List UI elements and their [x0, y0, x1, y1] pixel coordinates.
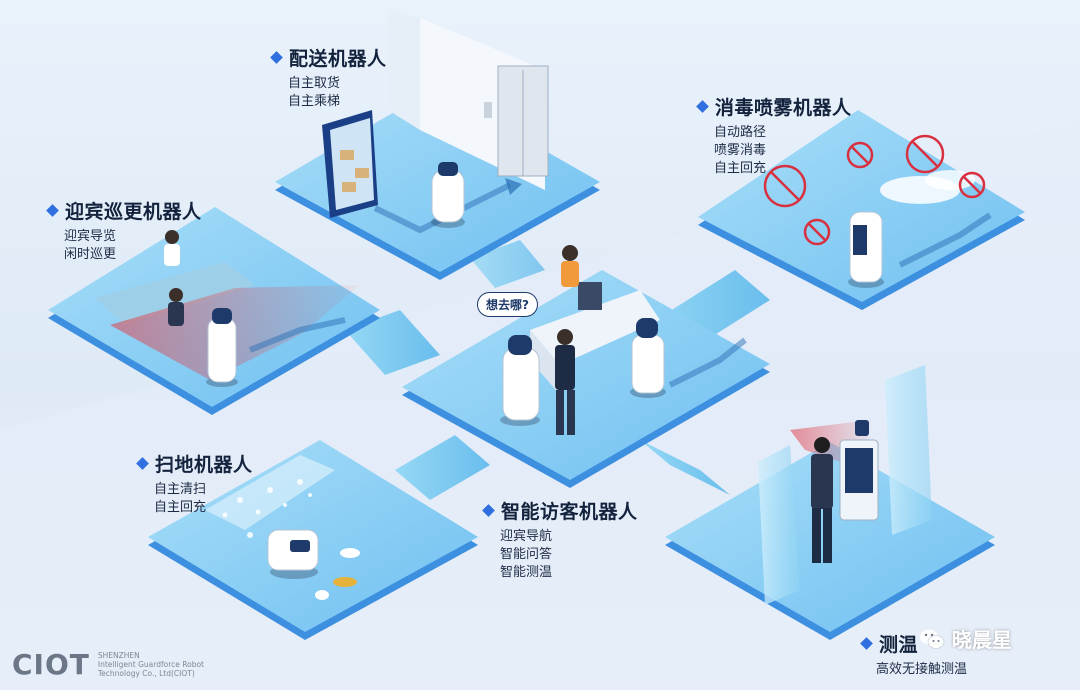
wechat-watermark: 晓晨星	[918, 624, 1012, 653]
connector-temp-visitor	[640, 440, 730, 495]
disinfect-item: 喷雾消毒	[714, 143, 767, 158]
sweep-item: 自主清扫	[154, 482, 207, 497]
platform-patrol	[48, 207, 380, 415]
watermark-text: 晓晨星	[952, 628, 1012, 652]
connector-sweep-visitor	[395, 435, 490, 500]
patrol-item: 迎宾导览	[64, 229, 117, 244]
visitor-title: 智能访客机器人	[501, 501, 638, 523]
label-delivery: 配送机器人 自主取货 自主乘梯	[270, 44, 387, 111]
temp-title: 测温	[879, 634, 919, 656]
diamond-icon	[46, 204, 59, 217]
diamond-icon	[482, 504, 495, 517]
wechat-icon	[920, 629, 945, 649]
label-temp: 测温 高效无接触测温	[860, 630, 968, 679]
company-line: SHENZHEN	[97, 651, 140, 660]
platform-temp	[665, 365, 995, 640]
company-line: Technology Co., Ltd(CIOT)	[97, 669, 195, 678]
speech-bubble: 想去哪?	[477, 292, 538, 317]
platform-delivery	[275, 8, 600, 280]
disinfect-title: 消毒喷雾机器人	[715, 97, 852, 119]
temp-item: 高效无接触测温	[876, 662, 968, 677]
platform-sweep	[148, 440, 478, 640]
label-sweep: 扫地机器人 自主清扫 自主回充	[136, 450, 253, 517]
visitor-item: 智能测温	[500, 565, 553, 580]
company-name: SHENZHEN Intelligent Guardforce Robot Te…	[98, 651, 204, 678]
label-disinfect: 消毒喷雾机器人 自动路径 喷雾消毒 自主回充	[696, 93, 852, 178]
company-line: Intelligent Guardforce Robot	[97, 660, 204, 669]
diamond-icon	[860, 637, 873, 650]
disinfect-item: 自动路径	[714, 125, 767, 140]
platform-disinfect	[698, 110, 1025, 310]
patrol-item: 闲时巡更	[64, 247, 117, 262]
visitor-item: 迎宾导航	[500, 529, 553, 544]
diamond-icon	[696, 100, 709, 113]
delivery-item: 自主乘梯	[288, 94, 341, 109]
diamond-icon	[270, 51, 283, 64]
platform-visitor	[402, 245, 770, 488]
logo-mark: CIOT	[12, 648, 90, 681]
patrol-title: 迎宾巡更机器人	[65, 201, 202, 223]
label-visitor: 智能访客机器人 迎宾导航 智能问答 智能测温	[482, 497, 638, 582]
delivery-title: 配送机器人	[289, 48, 387, 70]
delivery-item: 自主取货	[288, 76, 341, 91]
connector-patrol-visitor	[345, 310, 440, 375]
disinfect-item: 自主回充	[714, 161, 767, 176]
sweep-title: 扫地机器人	[155, 454, 253, 476]
visitor-item: 智能问答	[500, 547, 553, 562]
label-patrol: 迎宾巡更机器人 迎宾导览 闲时巡更	[46, 197, 202, 264]
company-logo: CIOT SHENZHEN Intelligent Guardforce Rob…	[12, 648, 204, 681]
sweep-item: 自主回充	[154, 500, 207, 515]
diamond-icon	[136, 457, 149, 470]
